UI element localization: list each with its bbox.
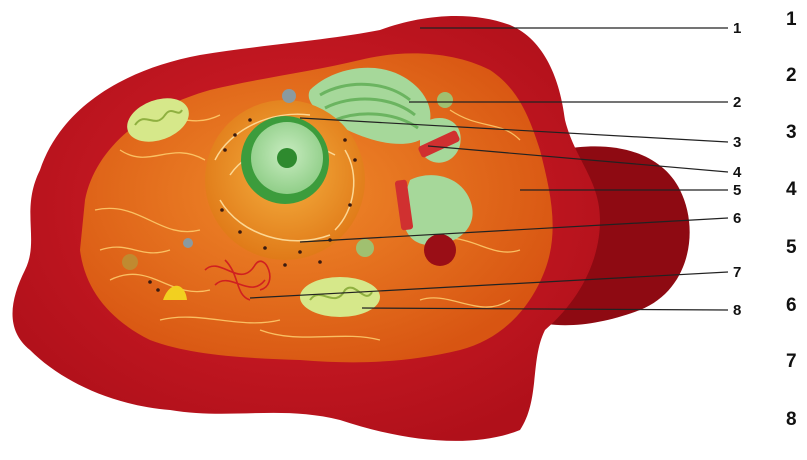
label-7: 7 [733, 264, 741, 281]
vacuole [424, 234, 456, 266]
mitochondrion-bottom [300, 277, 380, 317]
label-1: 1 [733, 20, 741, 37]
side-number-4: 4 [786, 180, 797, 200]
label-8: 8 [733, 302, 741, 319]
label-2: 2 [733, 94, 741, 111]
side-number-3: 3 [786, 123, 797, 143]
side-number-7: 7 [786, 352, 797, 372]
label-5: 5 [733, 182, 741, 199]
label-3: 3 [733, 134, 741, 151]
label-4: 4 [733, 164, 742, 181]
nucleolus [277, 148, 297, 168]
side-number-5: 5 [786, 238, 797, 258]
side-number-6: 6 [786, 296, 797, 316]
side-number-8: 8 [786, 410, 797, 430]
side-number-2: 2 [786, 66, 797, 86]
side-number-1: 1 [786, 10, 797, 30]
diagram-labels: 1 2 3 4 5 6 7 8 [733, 20, 742, 319]
label-6: 6 [733, 210, 741, 227]
